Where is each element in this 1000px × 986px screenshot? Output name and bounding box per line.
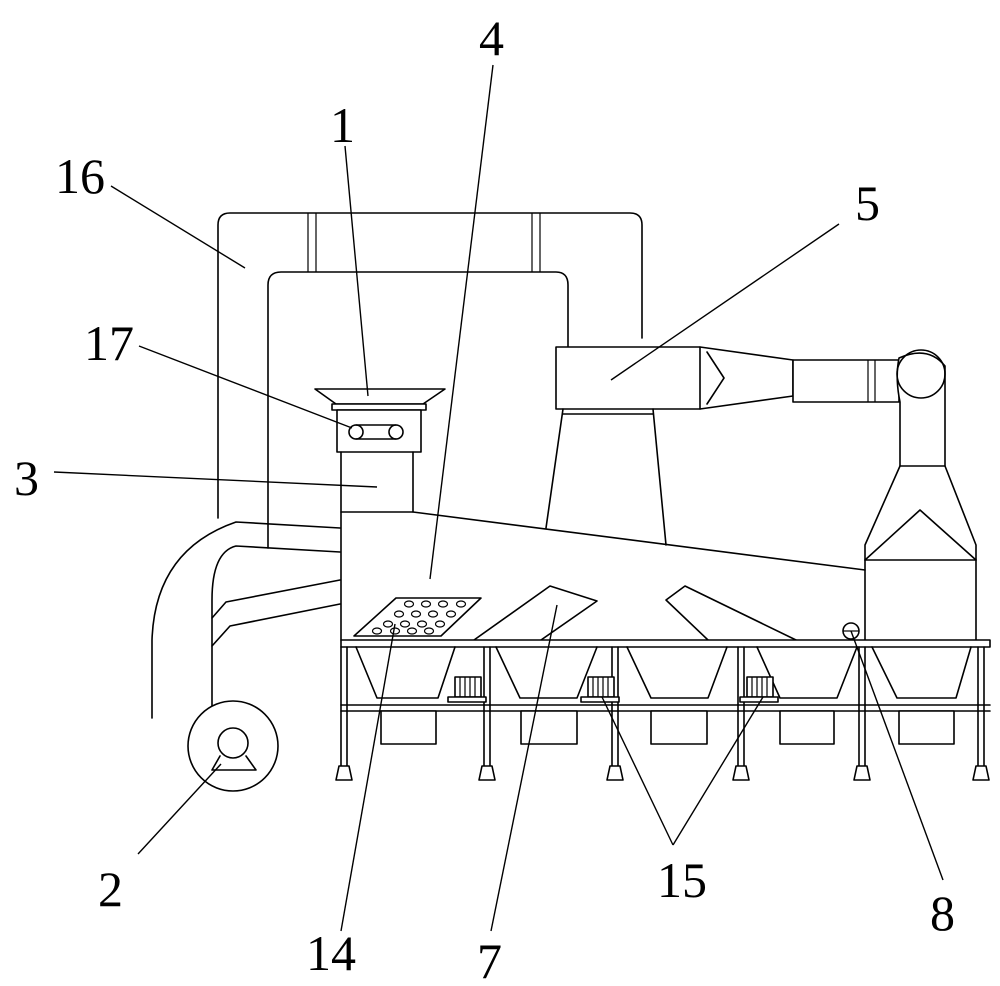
callout-1: 1 (330, 97, 355, 153)
cyclone-duct (545, 346, 900, 546)
leader-lines (53, 64, 944, 932)
vibration-motor (739, 676, 779, 703)
callout-2: 2 (98, 861, 123, 917)
vibration-motor (580, 676, 620, 703)
vibration-motor (447, 676, 487, 703)
separation-chamber (340, 511, 866, 641)
callout-14: 14 (306, 925, 356, 981)
callout-4: 4 (479, 10, 504, 66)
fan (187, 700, 279, 792)
perforated-screen (353, 597, 482, 637)
return-duct-frame (217, 212, 643, 549)
feed-hopper (314, 388, 446, 453)
callout-17: 17 (84, 315, 134, 371)
deflector-plates (473, 585, 797, 641)
callout-7: 7 (477, 933, 502, 986)
callout-labels: 1 2 3 4 5 7 8 14 15 16 17 (14, 10, 955, 986)
callout-15: 15 (657, 852, 707, 908)
base-frame (335, 639, 991, 781)
feed-chute (340, 451, 414, 513)
callout-8: 8 (930, 885, 955, 941)
callout-5: 5 (855, 175, 880, 231)
callout-16: 16 (55, 148, 105, 204)
cyclone-collector (864, 349, 977, 641)
vibration-motors (447, 676, 779, 703)
fan-ducting (151, 521, 341, 741)
callout-3: 3 (14, 450, 39, 506)
